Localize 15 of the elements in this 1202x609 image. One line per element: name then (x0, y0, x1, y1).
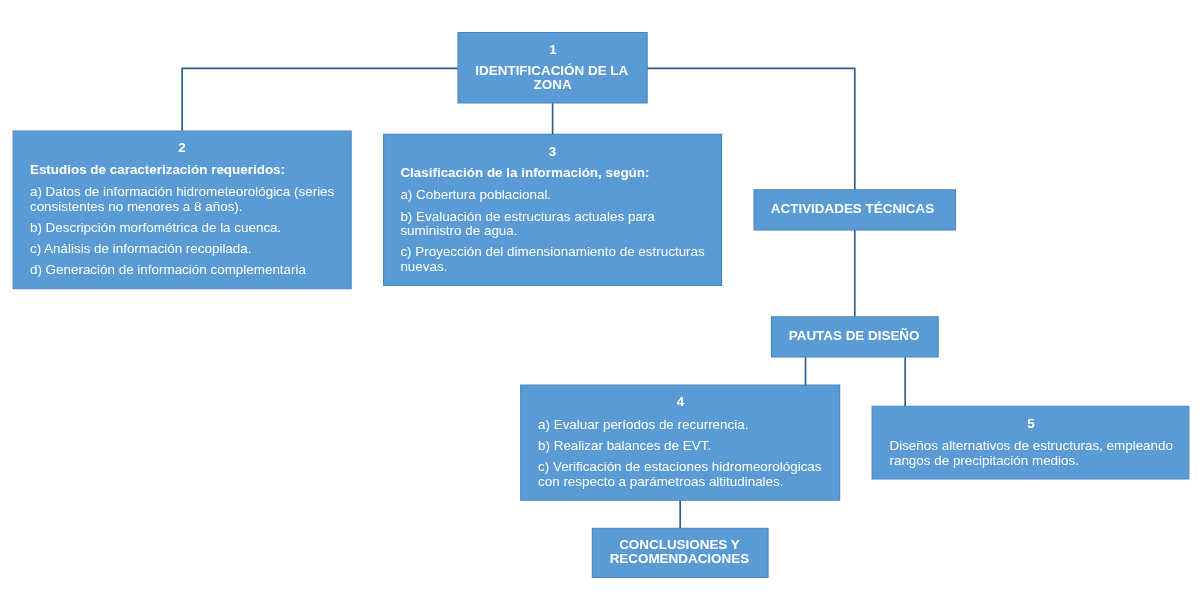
node-box: 5 Diseños alternativos de estructuras, empleando rangos de precipitación medios. (871, 405, 1190, 480)
node-box: CONCLUSIONES Y RECOMENDACIONES (591, 527, 769, 578)
connector (679, 499, 681, 529)
node-box: 1 IDENTIFICACIÓN DE LA ZONA (457, 31, 648, 104)
connector (853, 228, 856, 317)
node-box: 2 Estudios de caracterización requeridos: a) Datos de información hidrometeorológica (series consistentes no menores a 8 años). b) Descripción morfométrica de la cuenca. c) Análisis de información recopilada. d) Generación de información complementaria (12, 129, 352, 289)
connector (904, 355, 906, 407)
connector (551, 101, 554, 135)
connector (646, 66, 856, 190)
node-box: 3 Clasificación de la información, según: a) Cobertura poblacional. b) Evaluación de estructuras actuales para suministro de agua. c) Proyección del dimensionamiento de estructuras nuevas. (383, 133, 723, 286)
connector (181, 66, 459, 132)
node-box: ACTIVIDADES TÉCNICAS (753, 188, 957, 231)
node-box: 4 a) Evaluar períodos de recurrencia. b) Realizar balances de EVT. c) Verificación de estaciones hidromeorológicas con respecto a parámetroas altitudinales. (520, 383, 841, 501)
connector (804, 355, 807, 386)
node-box: PAUTAS DE DISEÑO (770, 315, 939, 358)
